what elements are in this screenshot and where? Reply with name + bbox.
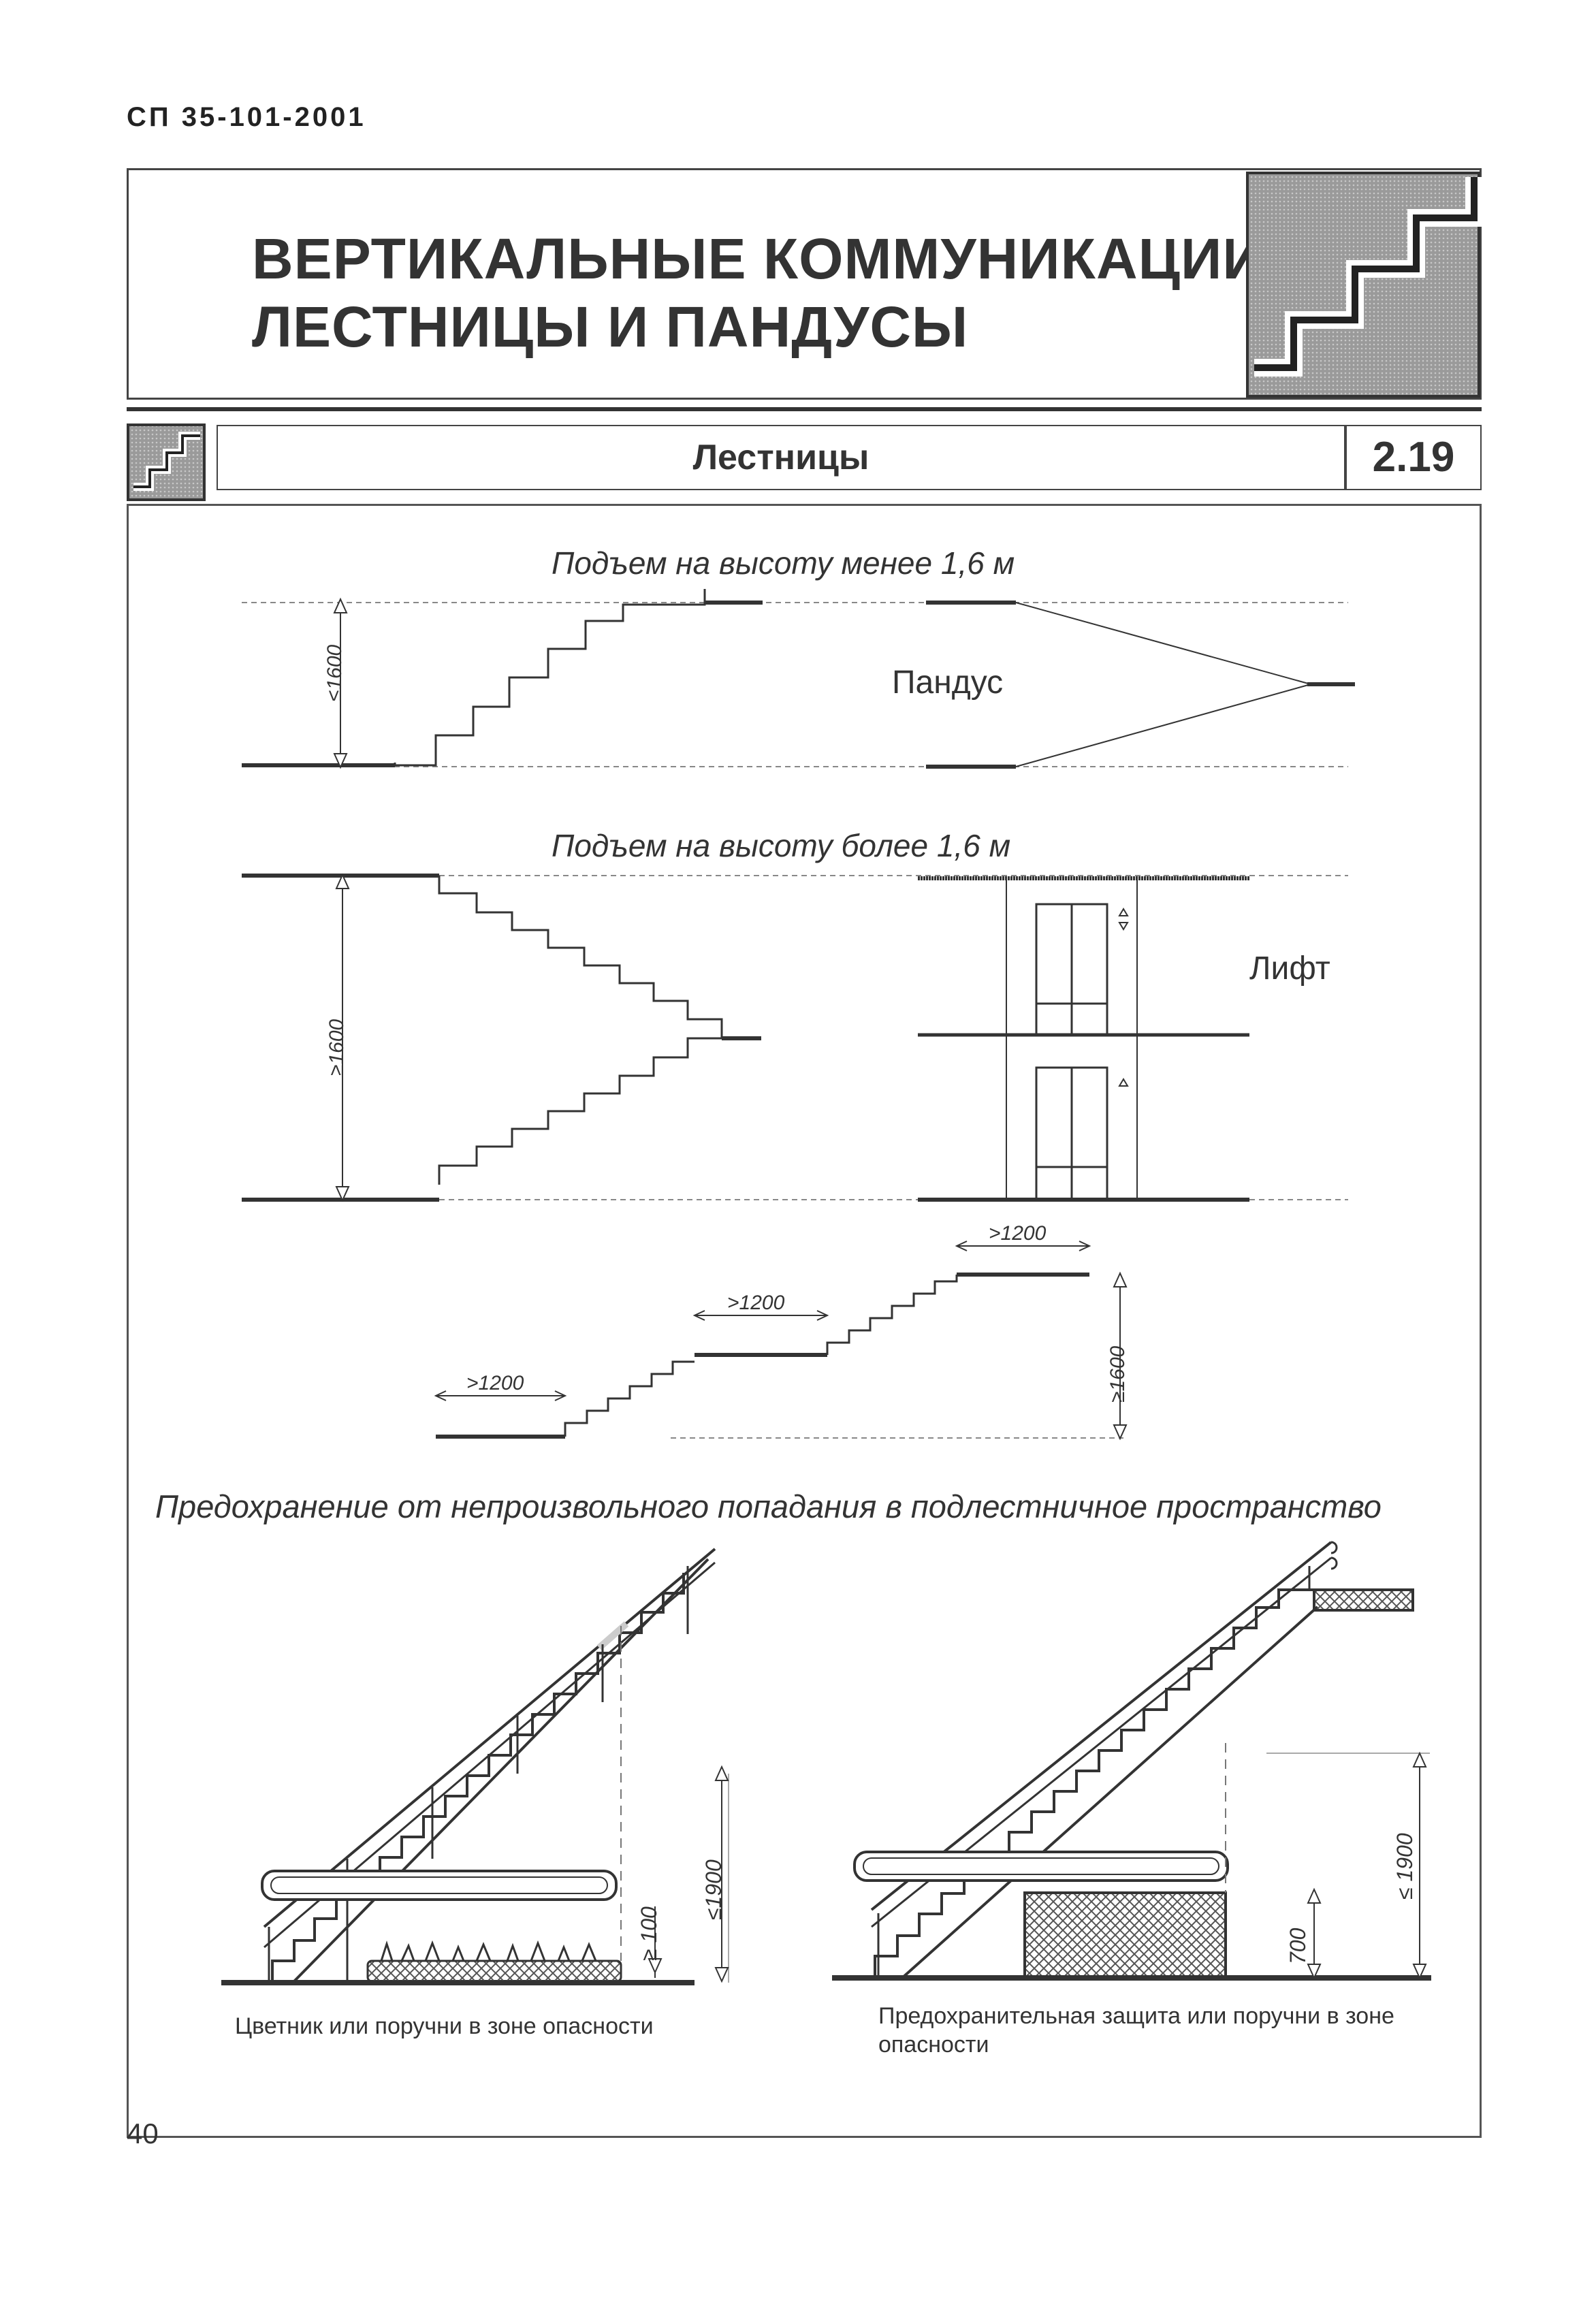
ramp-diagram (926, 601, 1355, 769)
dim-landing-3: >1200 (989, 1222, 1047, 1245)
dim-high-rise: ≥1600 (325, 1019, 348, 1076)
dim-right-small: 700 (1286, 1928, 1310, 1964)
flowerbed-stair (221, 1548, 729, 1985)
high-rise-stair (242, 873, 1348, 1202)
dim-landing-2: >1200 (727, 1292, 785, 1314)
low-rise-stair (242, 589, 1348, 769)
caption-protection: Предохранение от непроизвольного попадан… (155, 1488, 1382, 1524)
note-right: Предохранительная защита или поручни в з… (878, 2003, 1394, 2058)
dim-left-height: ≤1900 (701, 1859, 726, 1920)
title-box (127, 168, 1482, 400)
page-title: ВЕРТИКАЛЬНЫЕ КОММУНИКАЦИИ. ЛЕСТНИЦЫ И ПА… (252, 225, 1281, 361)
caption-low-rise: Подъем на высоту менее 1,6 м (552, 545, 1015, 581)
section-title: Лестницы (692, 438, 869, 477)
section-header-box (217, 425, 1345, 490)
dim-right-height: ≤ 1900 (1392, 1833, 1417, 1900)
page-title-line-2: ЛЕСТНИЦЫ И ПАНДУСЫ (252, 295, 969, 359)
note-left: Цветник или поручни в зоне опасности (235, 2013, 654, 2039)
page-title-line-1: ВЕРТИКАЛЬНЫЕ КОММУНИКАЦИИ. (252, 227, 1281, 291)
landing-stair (434, 1241, 1128, 1441)
caption-high-rise: Подъем на высоту более 1,6 м (552, 828, 1011, 863)
barrier-stair (832, 1541, 1431, 1981)
section-number: 2.19 (1345, 425, 1482, 490)
dim-low-rise: ≤1600 (323, 644, 346, 701)
staircase-icon (1246, 172, 1483, 398)
document-code: СП 35-101-2001 (127, 102, 366, 132)
dim-left-small: ≥ 100 (637, 1906, 661, 1961)
dim-landing-1: >1200 (466, 1372, 524, 1394)
section-staircase-icon (127, 423, 206, 501)
title-rule (127, 407, 1482, 411)
label-lift: Лифт (1249, 950, 1330, 987)
lift-diagram (918, 876, 1249, 1202)
dim-landing-height: ≥1600 (1106, 1345, 1129, 1403)
content-frame (127, 504, 1482, 2138)
page-number: 40 (127, 2117, 159, 2149)
label-ramp: Пандус (892, 665, 1004, 701)
